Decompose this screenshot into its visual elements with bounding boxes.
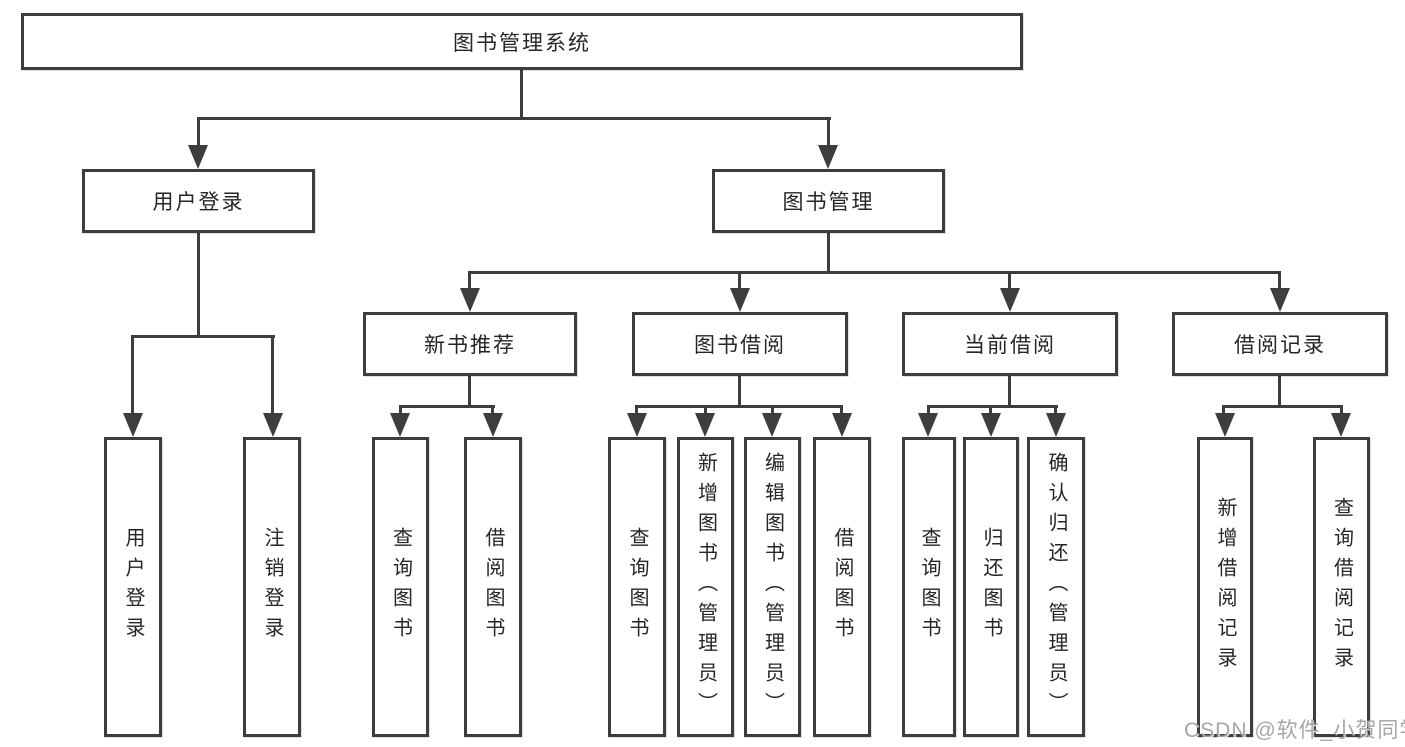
connector-line — [1222, 405, 1343, 408]
connector-line — [197, 117, 831, 120]
arrow-down-icon — [1270, 288, 1290, 312]
connector-line — [399, 405, 495, 408]
arrow-down-icon — [263, 413, 283, 437]
arrow-down-icon — [730, 288, 750, 312]
arrow-down-icon — [1000, 288, 1020, 312]
connector-line — [635, 405, 638, 419]
connector-line — [1278, 271, 1281, 293]
connector-line — [520, 68, 523, 120]
node-book-borrowing: 图书借阅 — [632, 312, 848, 376]
leaf-borrow-book-borrowing: 借阅图书 — [813, 437, 871, 737]
connector-line — [491, 405, 494, 419]
connector-line — [1222, 405, 1225, 419]
arrow-down-icon — [981, 413, 1001, 437]
connector-line — [1054, 405, 1057, 419]
connector-line — [131, 335, 275, 338]
leaf-confirm-return-admin: 确认归还（管理员） — [1027, 437, 1085, 737]
watermark: CSDN @软件_小贺同学 — [1184, 719, 1405, 742]
connector-line — [771, 405, 774, 419]
connector-line — [738, 271, 741, 293]
leaf-query-book-borrowing: 查询图书 — [608, 437, 666, 737]
arrow-down-icon — [818, 145, 838, 169]
connector-line — [827, 117, 830, 151]
node-book-management: 图书管理 — [712, 169, 945, 233]
leaf-logout-login: 注销登录 — [243, 437, 301, 737]
connector-line — [1008, 373, 1011, 407]
node-user-login: 用户登录 — [82, 169, 315, 233]
arrow-down-icon — [188, 145, 208, 169]
connector-line — [927, 405, 930, 419]
connector-line — [468, 374, 471, 407]
leaf-borrow-book-newrec: 借阅图书 — [464, 437, 522, 737]
connector-line — [1340, 405, 1343, 419]
connector-line — [635, 405, 843, 408]
node-new-book-recommend: 新书推荐 — [363, 312, 577, 376]
connector-line — [1278, 374, 1281, 407]
leaf-add-book-admin: 新增图书（管理员） — [677, 437, 734, 737]
connector-line — [840, 405, 843, 419]
arrow-down-icon — [1046, 413, 1066, 437]
node-root: 图书管理系统 — [21, 13, 1023, 70]
arrow-down-icon — [918, 413, 938, 437]
connector-line — [927, 405, 1058, 408]
arrow-down-icon — [390, 413, 410, 437]
connector-line — [271, 335, 274, 415]
arrow-down-icon — [762, 413, 782, 437]
connector-line — [738, 373, 741, 407]
connector-line — [399, 405, 402, 419]
arrow-down-icon — [1215, 413, 1235, 437]
connector-line — [989, 405, 992, 419]
connector-line — [468, 271, 471, 293]
node-current-borrowing: 当前借阅 — [902, 312, 1118, 376]
arrow-down-icon — [483, 413, 503, 437]
leaf-query-borrow-record: 查询借阅记录 — [1313, 437, 1370, 737]
connector-line — [827, 231, 830, 273]
leaf-query-book-current: 查询图书 — [902, 437, 956, 737]
connector-line — [468, 271, 1281, 274]
leaf-return-book: 归还图书 — [963, 437, 1019, 737]
leaf-add-borrow-record: 新增借阅记录 — [1197, 437, 1253, 737]
connector-line — [197, 231, 200, 337]
leaf-user-login: 用户登录 — [104, 437, 162, 737]
arrow-down-icon — [1331, 413, 1351, 437]
arrow-down-icon — [123, 413, 143, 437]
leaf-query-book-newrec: 查询图书 — [372, 437, 429, 737]
arrow-down-icon — [832, 413, 852, 437]
connector-line — [704, 405, 707, 419]
connector-line — [1008, 271, 1011, 293]
connector-line — [131, 335, 134, 415]
leaf-edit-book-admin: 编辑图书（管理员） — [744, 437, 801, 737]
arrow-down-icon — [695, 413, 715, 437]
node-borrowing-records: 借阅记录 — [1172, 312, 1388, 376]
connector-line — [197, 117, 200, 151]
arrow-down-icon — [627, 413, 647, 437]
arrow-down-icon — [460, 288, 480, 312]
